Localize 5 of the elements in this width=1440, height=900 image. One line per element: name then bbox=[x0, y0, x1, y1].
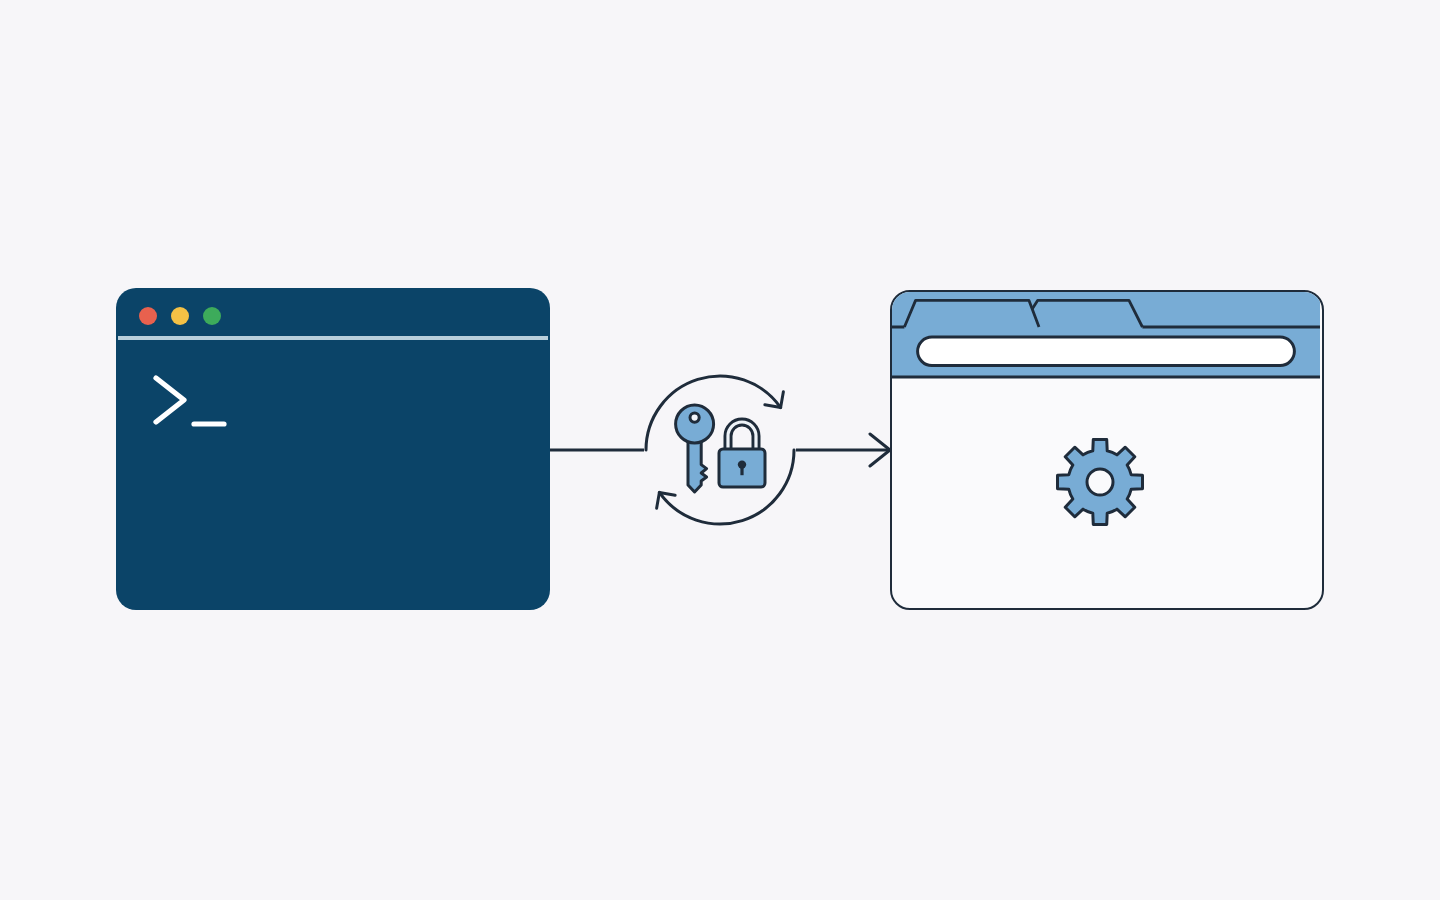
key-lock-rotation-icon bbox=[644, 374, 796, 526]
arrow bbox=[796, 432, 892, 468]
connector-line bbox=[550, 448, 644, 452]
browser-window bbox=[890, 290, 1324, 610]
terminal-window bbox=[116, 288, 550, 610]
